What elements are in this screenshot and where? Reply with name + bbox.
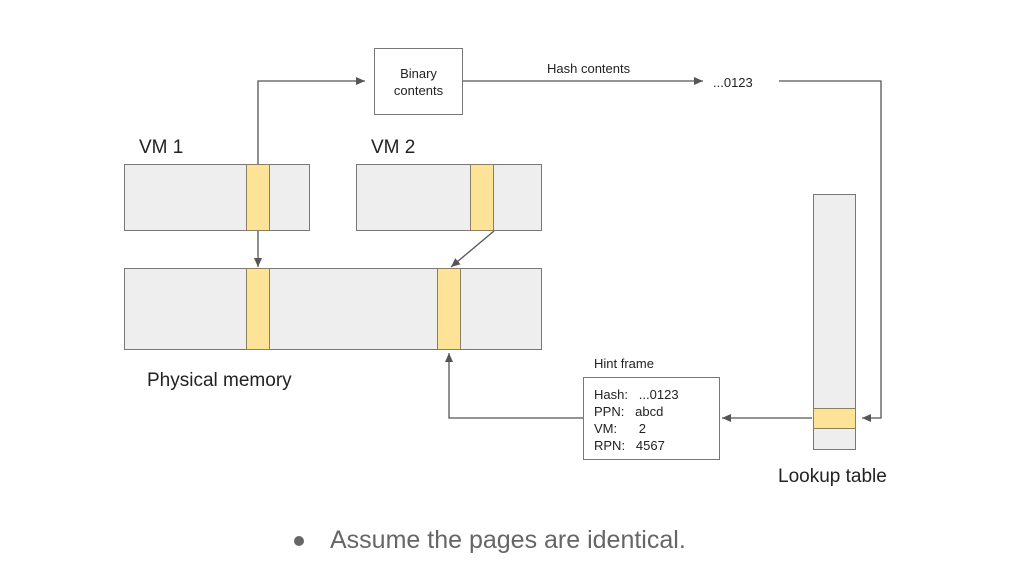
bullet-dot-icon — [294, 535, 304, 546]
binary-contents-line2: contents — [393, 82, 444, 98]
vm1-page — [246, 164, 270, 231]
binary-contents-box: Binary contents — [374, 48, 463, 115]
physical-page-1 — [246, 268, 270, 350]
vm2-page — [470, 164, 494, 231]
lookup-table-entry — [813, 408, 856, 429]
physical-memory-label: Physical memory — [147, 370, 292, 391]
bullet-item: Assume the pages are identical. — [294, 526, 686, 555]
vm1-memory-block — [124, 164, 310, 231]
hint-to-physical-arrow — [445, 353, 583, 419]
hint-vm-line: VM: 2 — [594, 421, 647, 436]
vm2-to-physical-arrow — [450, 230, 495, 268]
hint-frame-box: Hash: ...0123 PPN: abcd VM: 2 RPN: 4567 — [583, 377, 720, 460]
vm1-to-binary-arrow — [257, 77, 365, 164]
binary-contents-label: Binary contents — [394, 65, 443, 99]
lookup-table-label: Lookup table — [778, 466, 887, 487]
hint-rpn-line: RPN: 4567 — [594, 438, 665, 453]
hint-ppn-line: PPN: abcd — [594, 404, 664, 419]
hint-hash-line: Hash: ...0123 — [594, 387, 679, 402]
vm2-label: VM 2 — [371, 137, 416, 158]
hash-to-lookup-arrow — [779, 80, 882, 422]
bullet-text: Assume the pages are identical. — [330, 526, 686, 554]
vm2-memory-block — [356, 164, 542, 231]
physical-page-2 — [437, 268, 461, 350]
binary-contents-line1: Binary — [400, 65, 437, 81]
hint-frame-title: Hint frame — [594, 356, 654, 371]
vm1-label: VM 1 — [139, 137, 184, 158]
lookup-table — [813, 194, 856, 450]
hash-contents-label: Hash contents — [547, 61, 631, 76]
physical-memory-block — [124, 268, 542, 350]
hash-value-label: ...0123 — [713, 75, 753, 90]
